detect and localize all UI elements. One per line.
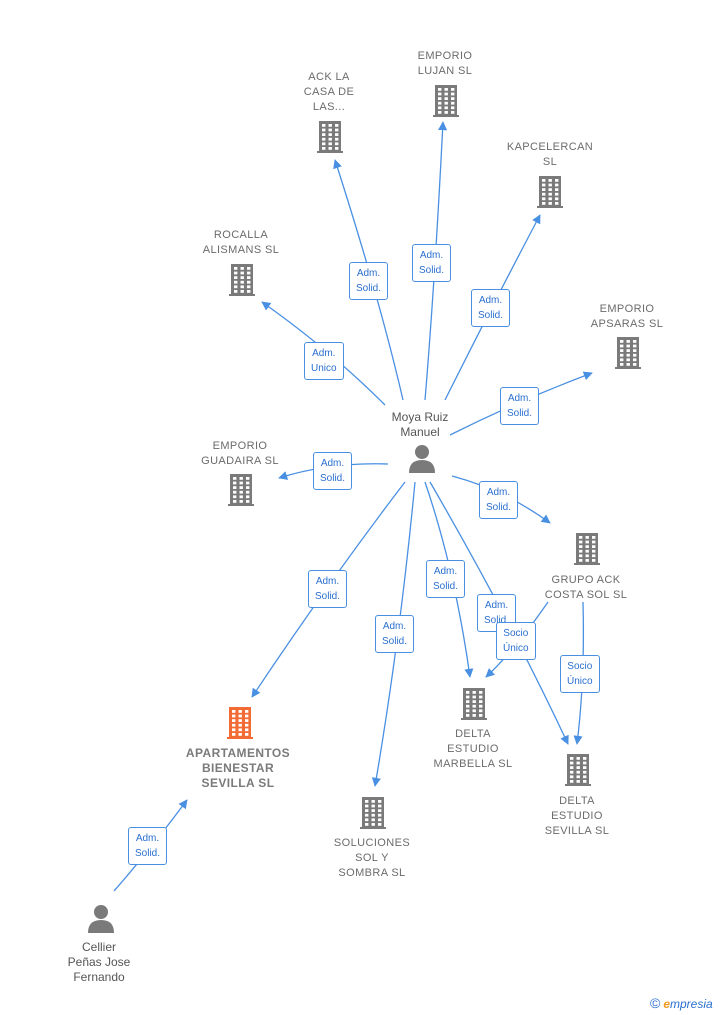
edge-label-moya-guadaira[interactable]: Adm. Solid. — [313, 452, 353, 490]
company-label-rocalla[interactable]: ROCALLA ALISMANS SL — [202, 229, 280, 256]
building-icon[interactable] — [615, 336, 641, 375]
company-label-apsaras[interactable]: EMPORIO APSARAS SL — [590, 303, 664, 330]
building-icon[interactable] — [228, 473, 254, 512]
edge-label-grupoack-marbella[interactable]: Socio Único — [496, 622, 536, 660]
company-label-sevilla[interactable]: DELTA ESTUDIO SEVILLA SL — [544, 795, 610, 837]
edge-label-moya-ack[interactable]: Adm. Solid. — [349, 262, 389, 300]
company-label-guadaira[interactable]: EMPORIO GUADAIRA SL — [201, 440, 279, 467]
building-icon[interactable] — [537, 175, 563, 214]
company-label-soluciones[interactable]: SOLUCIONES SOL Y SOMBRA SL — [333, 837, 411, 879]
edge-label-moya-rocalla[interactable]: Adm. Unico — [304, 342, 344, 380]
company-label-apartamentos[interactable]: APARTAMENTOS BIENESTAR SEVILLA SL — [185, 746, 291, 790]
building-icon[interactable] — [574, 532, 600, 571]
building-icon[interactable] — [227, 706, 253, 745]
person-icon[interactable] — [86, 903, 116, 938]
edge-label-moya-apsaras[interactable]: Adm. Solid. — [500, 387, 540, 425]
building-icon[interactable] — [433, 84, 459, 123]
edge-label-cellier-apartamentos[interactable]: Adm. Solid. — [128, 827, 168, 865]
edge-label-moya-kapcelercan[interactable]: Adm. Solid. — [471, 289, 511, 327]
company-label-lujan[interactable]: EMPORIO LUJAN SL — [417, 50, 473, 77]
person-icon[interactable] — [407, 443, 437, 478]
empresia-logo[interactable]: ©empresia — [650, 995, 713, 1011]
company-label-kapcelercan[interactable]: KAPCELERCAN SL — [506, 141, 594, 168]
person-label-cellier[interactable]: Cellier Peñas Jose Fernando — [67, 940, 131, 984]
edge-label-moya-marbella[interactable]: Adm. Solid. — [426, 560, 466, 598]
building-icon[interactable] — [461, 687, 487, 726]
building-icon[interactable] — [565, 753, 591, 792]
building-icon[interactable] — [229, 263, 255, 302]
person-label-moya[interactable]: Moya Ruiz Manuel — [391, 410, 449, 439]
company-label-ack[interactable]: ACK LA CASA DE LAS... — [303, 71, 355, 113]
edge-label-grupoack-sevilla[interactable]: Socio Único — [560, 655, 600, 693]
edge-label-moya-sevilla[interactable]: Adm. Solid. — [477, 594, 517, 632]
building-icon[interactable] — [360, 796, 386, 835]
company-label-marbella[interactable]: DELTA ESTUDIO MARBELLA SL — [433, 728, 513, 770]
edge-label-moya-lujan[interactable]: Adm. Solid. — [412, 244, 452, 282]
edge-label-moya-apartamentos[interactable]: Adm. Solid. — [308, 570, 348, 608]
edge-label-moya-soluciones[interactable]: Adm. Solid. — [375, 615, 415, 653]
company-label-grupoack[interactable]: GRUPO ACK COSTA SOL SL — [544, 574, 628, 601]
building-icon[interactable] — [317, 120, 343, 159]
edge-label-moya-grupoack[interactable]: Adm. Solid. — [479, 481, 519, 519]
